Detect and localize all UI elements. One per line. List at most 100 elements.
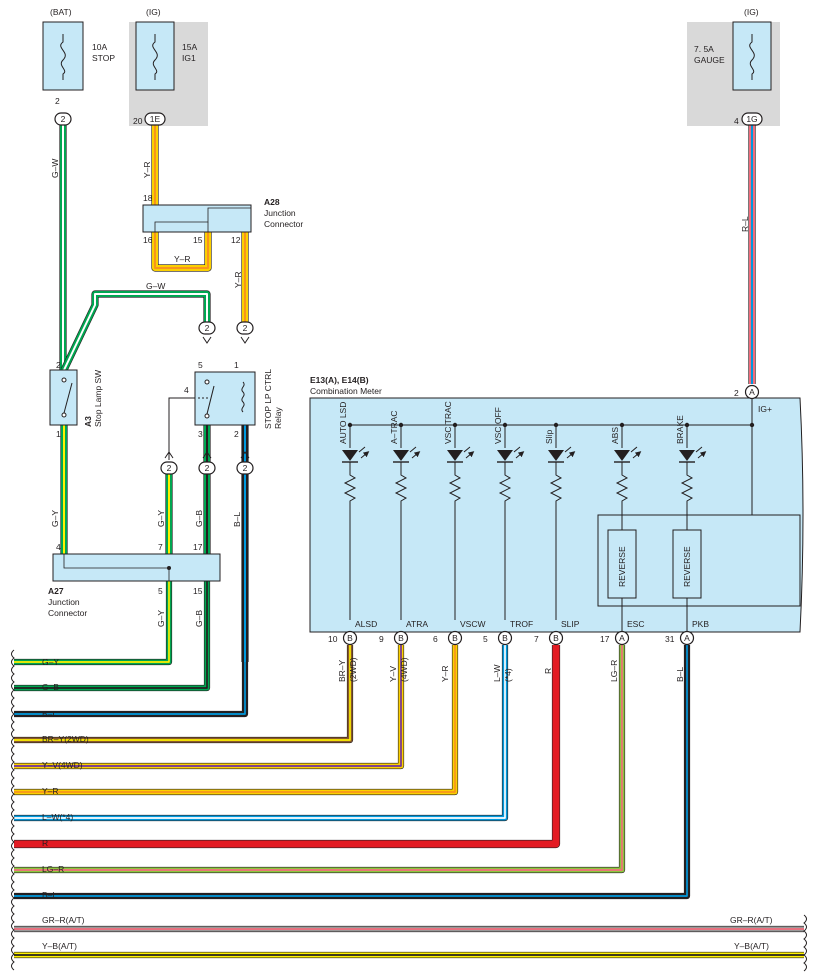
wire-label-y-r-1: Y–R bbox=[142, 161, 152, 178]
indicator-label-0: AUTO LSD bbox=[338, 402, 348, 444]
wire-label-l-w-note: (*4) bbox=[503, 668, 513, 682]
connector-meter-trof-text: B bbox=[502, 633, 508, 643]
bus-line-4-stripe bbox=[14, 645, 402, 767]
bus-label-lg-r: LG–R bbox=[42, 864, 64, 874]
through-label-gr-r-right: GR–R(A/T) bbox=[730, 915, 773, 925]
stop-fuse-pin: 2 bbox=[55, 96, 60, 106]
wire-label-b-l-2: B–L bbox=[675, 667, 685, 682]
led-triangle-0 bbox=[342, 450, 358, 461]
a28-pin-16: 16 bbox=[143, 235, 153, 245]
connector-relay-top-right bbox=[236, 321, 254, 335]
a27-pin-17: 17 bbox=[193, 542, 203, 552]
led-triangle-4 bbox=[548, 450, 564, 461]
stop-fuse-supply: (BAT) bbox=[50, 7, 72, 17]
a27-id: A27 bbox=[48, 586, 64, 596]
connector-relay-bottom-2 bbox=[198, 461, 216, 475]
reverse-label-0: REVERSE bbox=[617, 546, 627, 587]
relay-arrow-4 bbox=[240, 451, 250, 459]
connector-meter-ig bbox=[744, 384, 760, 400]
relay-arrow-0 bbox=[202, 336, 212, 344]
wire-label-y-v-note: (4WD) bbox=[399, 657, 409, 682]
relay-pin-2: 2 bbox=[234, 429, 239, 439]
stop-fuse-name: STOP bbox=[92, 53, 115, 63]
gauge-fuse-rating: 7. 5A bbox=[694, 44, 714, 54]
relay-name-line2: Relay bbox=[273, 407, 283, 429]
connector-meter-esc-text: A bbox=[619, 633, 625, 643]
through-label-y-b-left: Y–B(A/T) bbox=[42, 941, 77, 951]
wire-g-w-relay-edge bbox=[60, 290, 211, 372]
bus-line-0-stripe bbox=[14, 581, 170, 663]
connector-meter-vscw bbox=[447, 630, 463, 646]
ig1-fuse-name: IG1 bbox=[182, 53, 196, 63]
bus-label-br-y: BR–Y(2WD) bbox=[42, 734, 89, 744]
a28-pin-15: 15 bbox=[193, 235, 203, 245]
connector-stop-2-text: 2 bbox=[61, 114, 66, 124]
stop-lp-ctrl-relay bbox=[194, 371, 256, 426]
wires-layer bbox=[11, 125, 807, 972]
led-triangle-1 bbox=[393, 450, 409, 461]
wire-label-g-y-3: G–Y bbox=[156, 610, 166, 627]
led-rays-4 bbox=[564, 446, 573, 459]
connector-ig1-1e bbox=[144, 112, 166, 126]
a27-pin-4: 4 bbox=[56, 542, 61, 552]
wire-label-g-w-2: G–W bbox=[146, 281, 165, 291]
bus-line-8 bbox=[14, 645, 625, 873]
gauge-fuse-name: GAUGE bbox=[694, 55, 725, 65]
wire-label-r-l: R–L bbox=[740, 216, 750, 232]
terminal-pin-4: 7 bbox=[534, 634, 539, 644]
relay-name-line1: STOP LP CTRL bbox=[263, 369, 273, 429]
reverse-label-1: REVERSE bbox=[682, 546, 692, 587]
junction-connector-a27 bbox=[52, 553, 221, 582]
led-resistor-6 bbox=[680, 462, 694, 530]
a27-pin-5: 5 bbox=[158, 586, 163, 596]
through-label-gr-r-left: GR–R(A/T) bbox=[42, 915, 85, 925]
led-resistor-3 bbox=[498, 462, 512, 620]
stop-sw-name: Stop Lamp SW bbox=[93, 370, 103, 427]
bus-line-0-edge bbox=[14, 581, 173, 666]
terminal-name-1: ATRA bbox=[406, 619, 428, 629]
bus-line-1 bbox=[14, 581, 210, 691]
connector-meter-esc bbox=[614, 630, 630, 646]
terminal-name-5: ESC bbox=[627, 619, 644, 629]
wire-label-g-b-2: G–B bbox=[194, 610, 204, 627]
a27-line2: Connector bbox=[48, 608, 87, 618]
a28-id: A28 bbox=[264, 197, 280, 207]
bus-line-1-edge bbox=[14, 581, 211, 692]
bus-line-7-edge bbox=[14, 645, 561, 849]
wire-label-b-l-1: B–L bbox=[232, 512, 242, 527]
wire-label-br-y: BR–Y bbox=[337, 659, 347, 682]
stop-lamp-switch bbox=[49, 369, 78, 426]
a28-line2: Connector bbox=[264, 219, 303, 229]
meter-title: E13(A), E14(B) bbox=[310, 375, 369, 385]
connector-gauge-1g bbox=[741, 112, 763, 126]
wire-label-g-b-1: G–B bbox=[194, 510, 204, 527]
led-rays-1 bbox=[409, 446, 418, 459]
right-wave-edge bbox=[803, 914, 807, 972]
terminal-pin-6: 31 bbox=[665, 634, 675, 644]
terminal-pin-0: 10 bbox=[328, 634, 338, 644]
connector-relay-top-left-text: 2 bbox=[205, 323, 210, 333]
gauge-fuse bbox=[732, 21, 772, 91]
terminal-name-6: PKB bbox=[692, 619, 709, 629]
connector-meter-vscw-text: B bbox=[452, 633, 458, 643]
connector-meter-trof bbox=[497, 630, 513, 646]
connector-meter-alsd bbox=[342, 630, 358, 646]
connector-relay-top-left bbox=[198, 321, 216, 335]
bus-line-1-stripe bbox=[14, 581, 208, 689]
meter-ig-pin: 2 bbox=[734, 388, 739, 398]
terminal-name-4: SLIP bbox=[561, 619, 580, 629]
led-resistor-4 bbox=[549, 462, 563, 620]
connector-ig1-1e-text: 1E bbox=[150, 114, 161, 124]
indicator-label-2: VSC TRAC bbox=[443, 401, 453, 444]
gauge-fuse-supply: (IG) bbox=[744, 7, 759, 17]
bus-line-9-stripe bbox=[14, 645, 688, 897]
connector-stop-2 bbox=[54, 112, 72, 126]
indicator-label-4: Slip bbox=[544, 430, 554, 444]
relay-arrow-3 bbox=[202, 451, 212, 459]
led-triangle-6 bbox=[679, 450, 695, 461]
led-rays-2 bbox=[463, 446, 472, 459]
bus-line-7 bbox=[14, 645, 560, 848]
led-resistor-0 bbox=[343, 462, 357, 620]
connector-relay-bottom-3 bbox=[236, 461, 254, 475]
